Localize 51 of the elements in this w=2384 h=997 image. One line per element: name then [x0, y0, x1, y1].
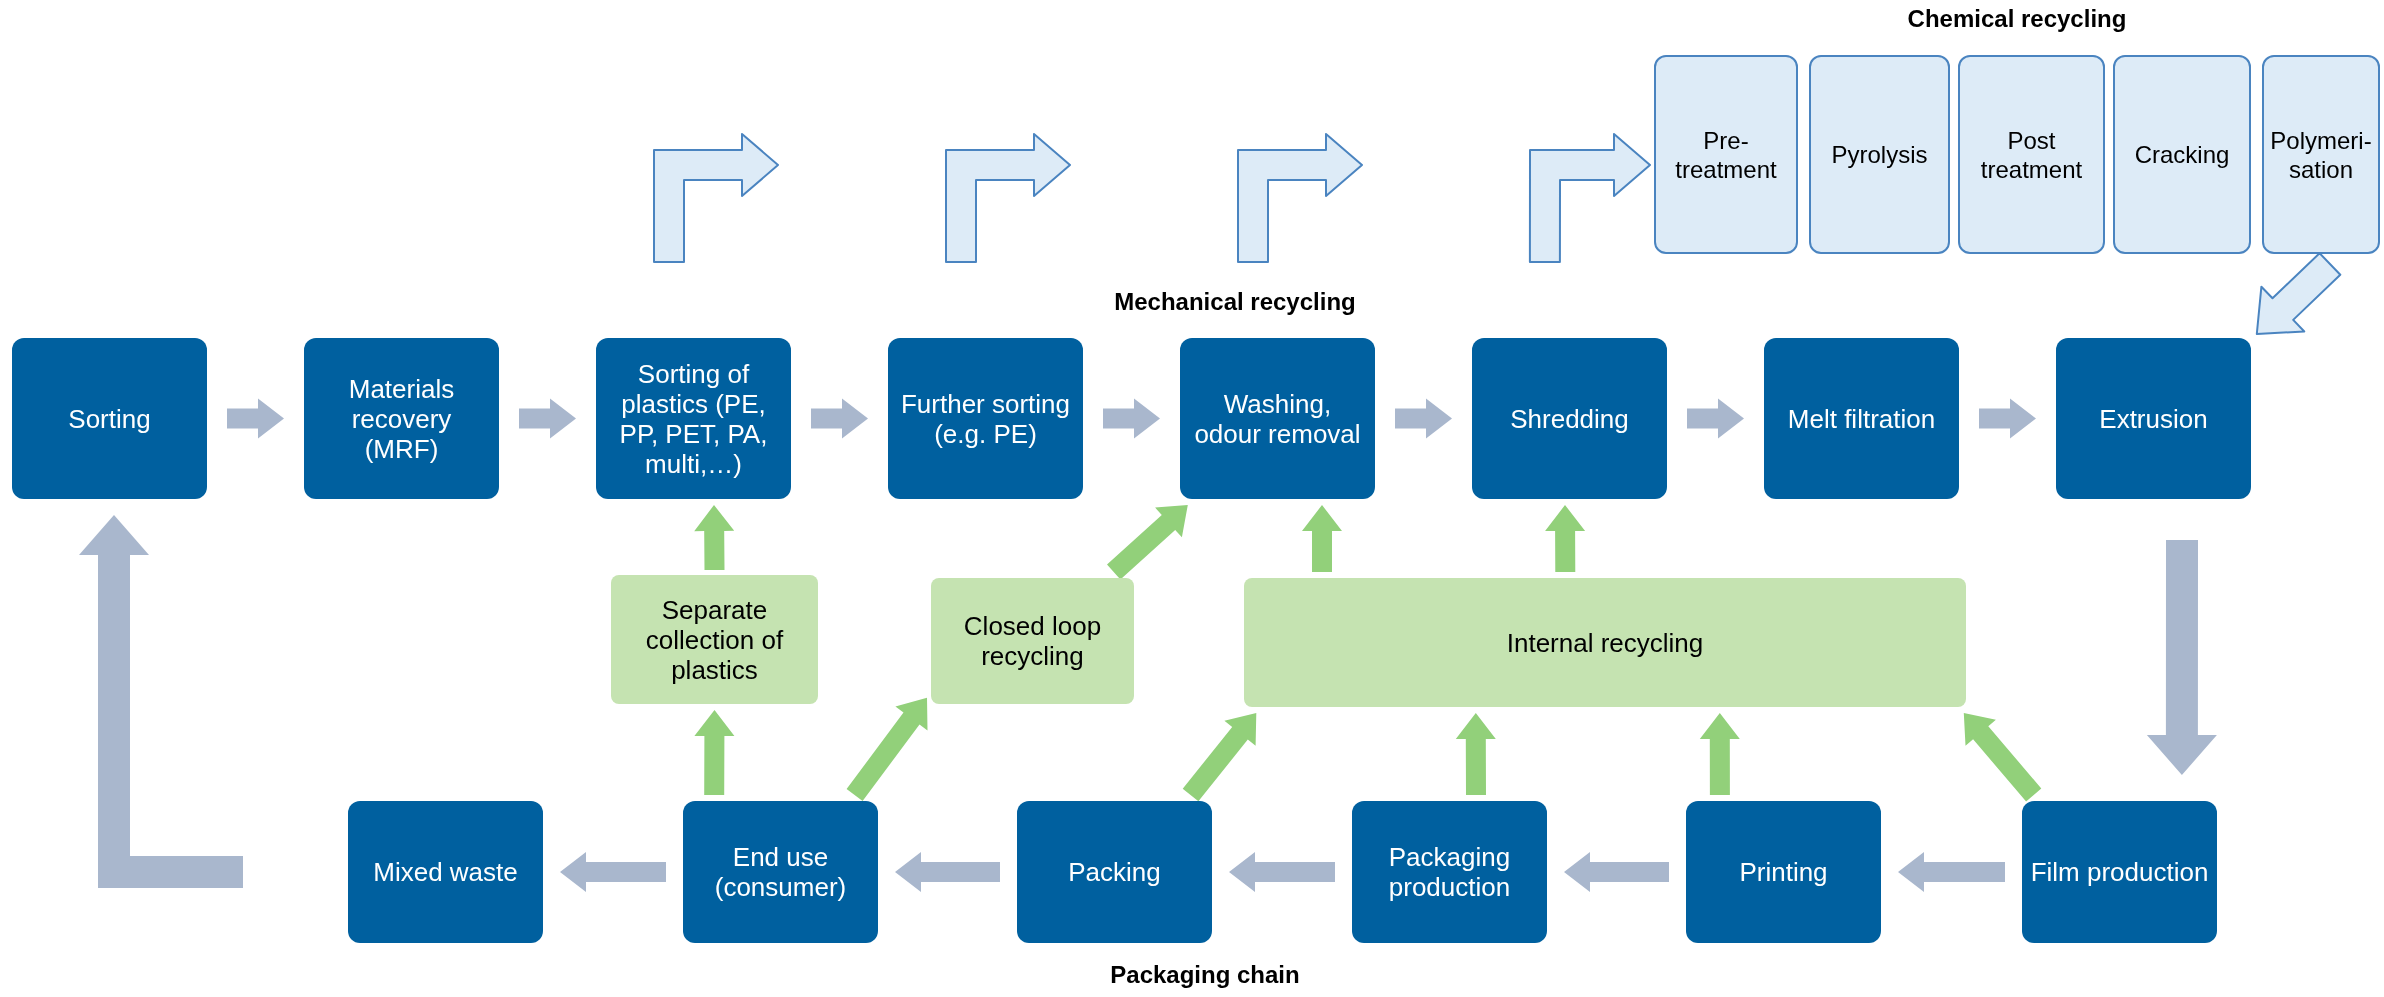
- block-arrow: [2146, 540, 2217, 775]
- chemical-step-box: Polymeri-sation: [2262, 55, 2380, 254]
- block-arrow: [846, 697, 928, 801]
- process-box: Film production: [2022, 801, 2217, 943]
- block-arrow: [227, 398, 284, 439]
- block-arrow: [1229, 852, 1335, 892]
- block-arrow: [895, 852, 1000, 892]
- recycling-box: Internal recycling: [1244, 578, 1966, 707]
- block-arrow: [1103, 398, 1160, 439]
- block-arrow: [1545, 505, 1586, 572]
- chemical-step-box: Pre-treatment: [1654, 55, 1798, 254]
- block-arrow: [1979, 398, 2036, 439]
- block-arrow: [1963, 713, 2042, 802]
- chemical-step-box: Pyrolysis: [1809, 55, 1950, 254]
- block-arrow: [694, 505, 735, 571]
- process-box: Further sorting (e.g. PE): [888, 338, 1083, 499]
- process-box: Packaging production: [1352, 801, 1547, 943]
- block-arrow: [519, 398, 576, 439]
- block-arrow: [1528, 133, 1651, 263]
- process-box: Washing, odour removal: [1180, 338, 1375, 499]
- block-arrow: [1699, 713, 1740, 795]
- block-arrow: [1395, 398, 1452, 439]
- block-arrow: [1302, 505, 1342, 572]
- block-arrow: [1687, 398, 1744, 439]
- section-title: Chemical recycling: [1906, 4, 2128, 34]
- block-arrow: [1455, 713, 1496, 795]
- process-box: Materials recovery (MRF): [304, 338, 499, 499]
- block-arrow: [79, 515, 243, 888]
- block-arrow: [1564, 852, 1669, 892]
- process-box: Melt filtration: [1764, 338, 1959, 499]
- process-box: Extrusion: [2056, 338, 2251, 499]
- section-title: Packaging chain: [1109, 960, 1301, 990]
- recycling-box: Separate collection of plastics: [611, 575, 818, 704]
- block-arrow: [560, 852, 666, 892]
- block-arrow: [2255, 252, 2342, 335]
- block-arrow: [694, 710, 735, 795]
- block-arrow: [1182, 713, 1257, 802]
- process-box: Sorting: [12, 338, 207, 499]
- chemical-step-box: Post treatment: [1958, 55, 2105, 254]
- process-box: End use (consumer): [683, 801, 878, 943]
- recycling-box: Closed loop recycling: [931, 578, 1134, 704]
- section-title: Mechanical recycling: [1113, 287, 1357, 317]
- block-arrow: [1898, 852, 2005, 892]
- process-box: Packing: [1017, 801, 1212, 943]
- process-box: Sorting of plastics (PE, PP, PET, PA, multi,…): [596, 338, 791, 499]
- process-box: Mixed waste: [348, 801, 543, 943]
- process-box: Shredding: [1472, 338, 1667, 499]
- block-arrow: [1107, 505, 1188, 580]
- chemical-step-box: Cracking: [2113, 55, 2251, 254]
- process-box: Printing: [1686, 801, 1881, 943]
- block-arrow: [811, 398, 868, 439]
